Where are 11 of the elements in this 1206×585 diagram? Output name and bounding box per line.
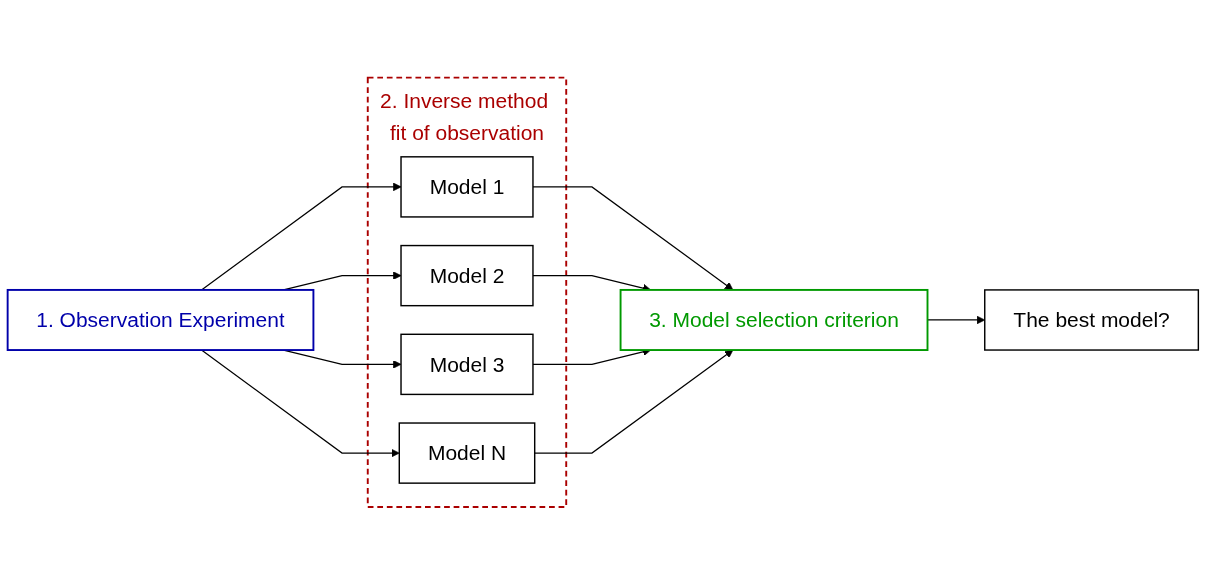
node-box: The best model? — [984, 289, 1200, 351]
arrow — [200, 182, 402, 291]
arrow — [534, 349, 734, 454]
node-box: 3. Model selection criterion — [619, 289, 929, 352]
arrow — [532, 186, 734, 291]
node-box: Model 2 — [400, 245, 534, 307]
node-box: Model 3 — [400, 333, 534, 396]
node-box: Model 1 — [400, 156, 534, 218]
node-box: Model N — [398, 422, 536, 485]
arrow — [200, 349, 400, 458]
node-box: 1. Observation Experiment — [6, 289, 315, 352]
